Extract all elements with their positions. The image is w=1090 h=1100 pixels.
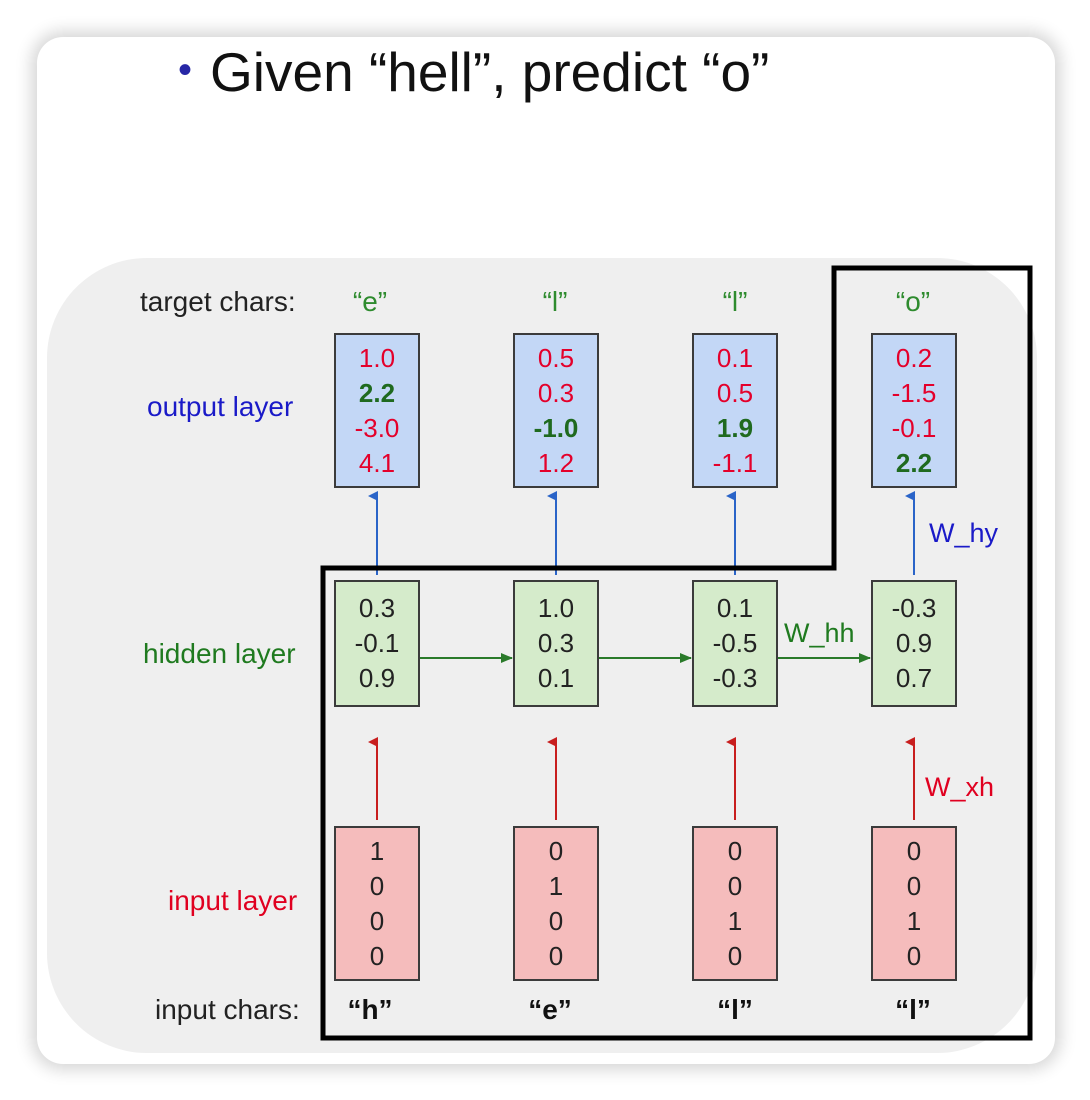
input-vector-3: 0 0 1 0: [692, 826, 778, 981]
w-hy-label: W_hy: [929, 518, 999, 548]
output-vector-1: 1.0 2.2 -3.0 4.1: [334, 333, 420, 488]
highlight-outline: [320, 265, 1033, 1041]
input-value: 0: [906, 940, 922, 971]
hidden-value: -0.5: [712, 628, 758, 658]
bullet-icon: •: [178, 48, 193, 92]
input-char-4: “l”: [895, 994, 931, 1025]
title-text: Given “hell”, predict “o”: [210, 41, 770, 103]
output-value: 1.9: [716, 412, 754, 443]
w-xh-label: W_xh: [925, 772, 995, 802]
hidden-value: 0.9: [895, 628, 933, 658]
target-char-2: “l”: [542, 286, 568, 317]
output-value: 4.1: [358, 447, 396, 478]
input-vector-4: 0 0 1 0: [871, 826, 957, 981]
hidden-value: 0.3: [358, 593, 396, 623]
target-char-3: “l”: [722, 286, 748, 317]
hidden-value: -0.1: [354, 628, 400, 658]
output-value: 0.3: [537, 377, 575, 408]
hidden-vector-4: -0.3 0.9 0.7: [871, 580, 957, 707]
output-vector-2: 0.5 0.3 -1.0 1.2: [513, 333, 599, 488]
input-value: 1: [369, 835, 385, 866]
hidden-value: 0.1: [537, 663, 575, 693]
input-value: 0: [548, 905, 564, 936]
output-vector-4: 0.2 -1.5 -0.1 2.2: [871, 333, 957, 488]
hidden-vector-1: 0.3 -0.1 0.9: [334, 580, 420, 707]
output-value: 1.2: [537, 447, 575, 478]
output-value: 0.2: [895, 342, 933, 373]
input-value: 1: [906, 905, 922, 936]
input-value: 0: [727, 835, 743, 866]
hidden-value: 0.3: [537, 628, 575, 658]
input-vector-1: 1 0 0 0: [334, 826, 420, 981]
input-value: 0: [906, 835, 922, 866]
hidden-vector-3: 0.1 -0.5 -0.3: [692, 580, 778, 707]
target-chars-label: target chars:: [140, 286, 296, 317]
input-value: 0: [548, 835, 564, 866]
hidden-vector-2: 1.0 0.3 0.1: [513, 580, 599, 707]
input-value: 0: [727, 940, 743, 971]
w-hh-label: W_hh: [784, 618, 855, 648]
hidden-value: 0.1: [716, 593, 754, 623]
output-vector-3: 0.1 0.5 1.9 -1.1: [692, 333, 778, 488]
hidden-layer-label: hidden layer: [143, 638, 296, 669]
output-value: 0.5: [716, 377, 754, 408]
hidden-value: -0.3: [712, 663, 758, 693]
hidden-value: -0.3: [891, 593, 937, 623]
slide-title: • Given “hell”, predict “o”: [178, 40, 769, 104]
output-value: -0.1: [891, 412, 937, 443]
output-value: -1.5: [891, 377, 937, 408]
output-value: 2.2: [358, 377, 396, 408]
output-layer-label: output layer: [147, 391, 294, 422]
hidden-value: 0.9: [358, 663, 396, 693]
input-char-2: “e”: [528, 994, 572, 1025]
output-value: 0.5: [537, 342, 575, 373]
output-value: 1.0: [358, 342, 396, 373]
input-chars-label: input chars:: [155, 994, 300, 1025]
input-value: 0: [906, 870, 922, 901]
output-value: 0.1: [716, 342, 754, 373]
hidden-value: 0.7: [895, 663, 933, 693]
input-value: 1: [548, 870, 564, 901]
input-char-3: “l”: [717, 994, 753, 1025]
input-value: 0: [369, 905, 385, 936]
input-value: 0: [548, 940, 564, 971]
input-value: 0: [369, 870, 385, 901]
input-vector-2: 0 1 0 0: [513, 826, 599, 981]
input-value: 0: [727, 870, 743, 901]
hidden-value: 1.0: [537, 593, 575, 623]
output-value: -3.0: [354, 412, 400, 443]
input-layer-label: input layer: [168, 885, 298, 916]
input-value: 0: [369, 940, 385, 971]
input-char-1: “h”: [347, 994, 393, 1025]
output-value: -1.1: [712, 447, 758, 478]
output-value: 2.2: [895, 447, 933, 478]
target-char-1: “e”: [352, 286, 388, 317]
input-value: 1: [727, 905, 743, 936]
output-value: -1.0: [533, 412, 579, 443]
target-char-4: “o”: [895, 286, 931, 317]
